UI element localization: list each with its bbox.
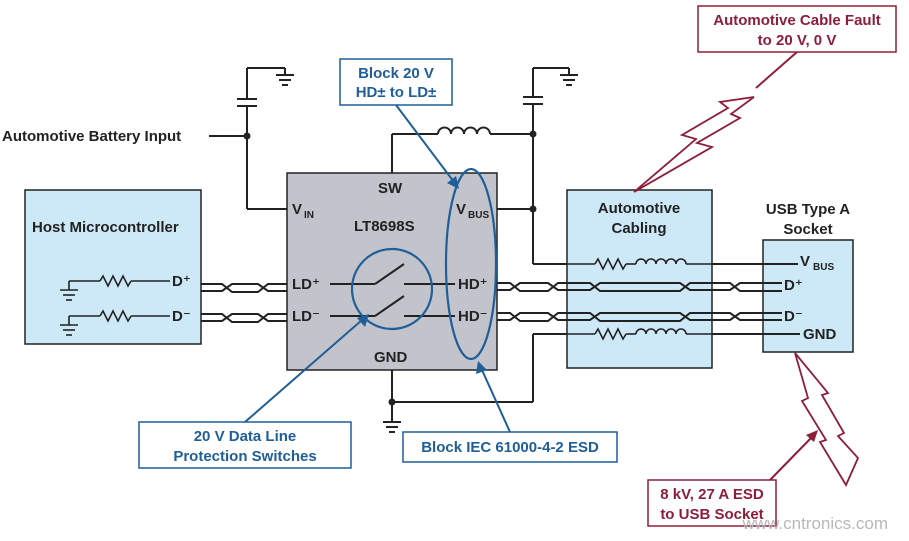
esd-socket-line2: to USB Socket <box>660 506 763 523</box>
switch-highlight-circle <box>350 247 434 331</box>
host-microcontroller-box <box>24 189 202 345</box>
cabling-label-1: Automotive <box>598 200 681 217</box>
chip-gnd-label: GND <box>374 349 408 366</box>
battery-input-wiring <box>209 67 294 210</box>
switches-line1: 20 V Data Line <box>194 428 297 445</box>
hd-vbus-highlight-ellipse <box>444 167 498 361</box>
switches-line2: Protection Switches <box>173 448 316 465</box>
watermark: www.cntronics.com <box>742 514 888 533</box>
chip-vbus-sub: BUS <box>468 210 489 221</box>
esd-block-label: Block IEC 61000-4-2 ESD <box>421 439 599 456</box>
chip-name-label: LT8698S <box>354 218 415 235</box>
host-to-chip-data-lines <box>201 283 287 323</box>
chip-hd-plus-label: HD⁺ <box>458 276 488 293</box>
usb-d-plus-label: D⁺ <box>784 277 803 294</box>
block-20v-line2: HD± to LD± <box>356 84 437 101</box>
usb-vbus-label: V <box>800 253 810 270</box>
usb-d-minus-label: D⁻ <box>784 308 803 325</box>
chip-vin-sub: IN <box>304 210 314 221</box>
chip-vbus-label: V <box>456 201 466 218</box>
cable-fault-callout: Automotive Cable Fault to 20 V, 0 V <box>633 5 897 193</box>
fault-line1: Automotive Cable Fault <box>713 12 881 29</box>
cabling-to-usb-lines <box>712 263 800 335</box>
chip-ld-plus-label: LD⁺ <box>292 276 320 293</box>
chip-ld-minus-label: LD⁻ <box>292 308 320 325</box>
block-20v-line1: Block 20 V <box>358 65 434 82</box>
chip-sw-label: SW <box>378 180 403 197</box>
host-label: Host Microcontroller <box>32 219 179 236</box>
protection-switches-callout: 20 V Data Line Protection Switches <box>138 314 369 469</box>
fault-lightning-icon <box>633 96 755 193</box>
cabling-label-2: Cabling <box>612 220 667 237</box>
socket-esd-callout: 8 kV, 27 A ESD to USB Socket <box>647 352 860 527</box>
usb-label-1: USB Type A <box>766 201 850 218</box>
esd-socket-line1: 8 kV, 27 A ESD <box>660 486 764 503</box>
chip-hd-minus-label: HD⁻ <box>458 308 488 325</box>
usb-gnd-label: GND <box>803 326 837 343</box>
esd-lightning-icon <box>794 352 860 487</box>
usb-label-2: Socket <box>783 221 832 238</box>
host-internal-wiring <box>60 274 170 336</box>
chip-vin-label: V <box>292 201 302 218</box>
block-esd-callout: Block IEC 61000-4-2 ESD <box>402 361 618 463</box>
cabling-internal-wiring <box>567 257 712 341</box>
fault-line2: to 20 V, 0 V <box>758 32 837 49</box>
sw-inductor-wiring <box>391 67 578 265</box>
usb-vbus-sub: BUS <box>813 262 834 273</box>
chip-to-cabling-data-lines <box>497 282 567 322</box>
host-d-plus-label: D⁺ <box>172 273 191 290</box>
host-d-minus-label: D⁻ <box>172 308 191 325</box>
block-20v-callout: Block 20 V HD± to LD± <box>339 58 459 189</box>
battery-input-label: Automotive Battery Input <box>2 128 181 145</box>
automotive-cabling-box <box>566 189 713 369</box>
chip-ground-wiring <box>383 333 567 433</box>
